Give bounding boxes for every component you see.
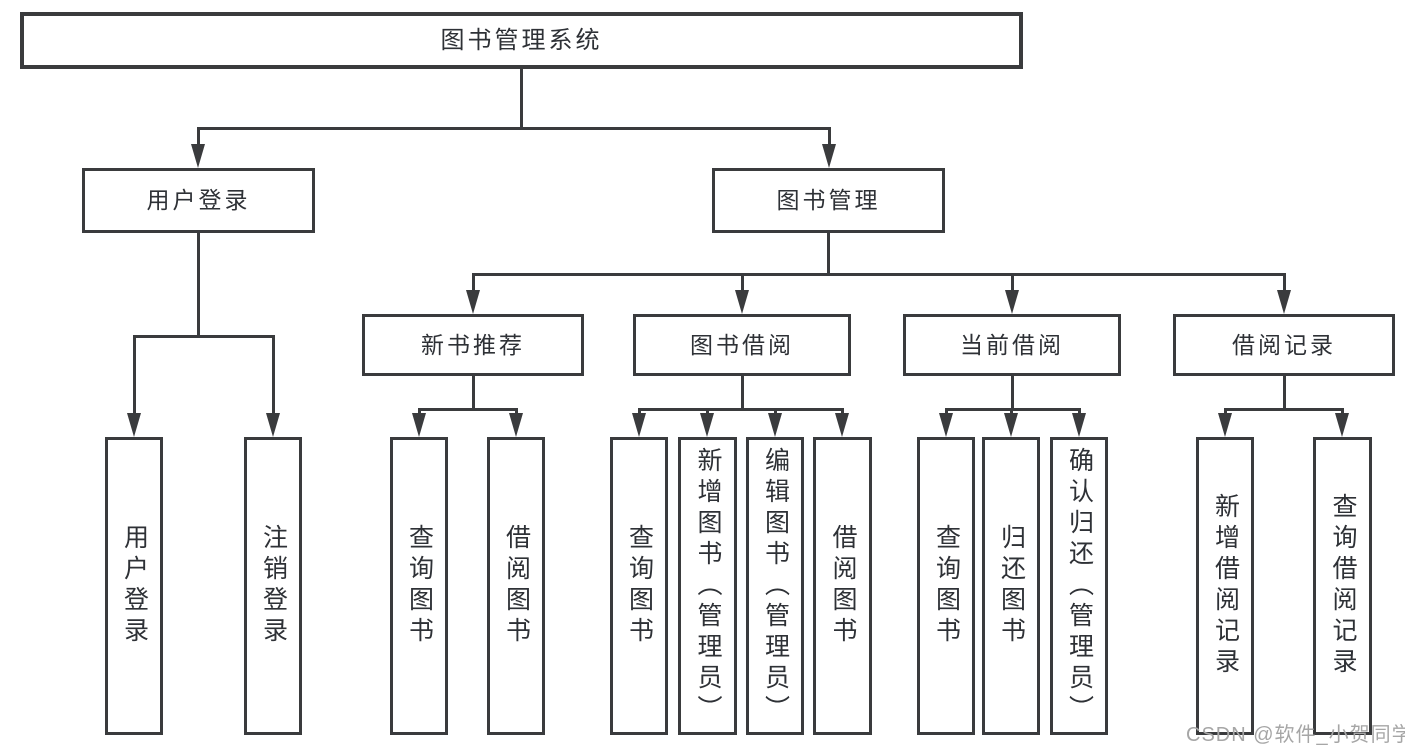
node-label-query-borrow-record: 查询借阅记录 bbox=[1329, 493, 1357, 679]
connector-bus bbox=[196, 127, 831, 130]
node-query-books-recommend: 查询图书 bbox=[390, 437, 448, 735]
arrowhead-down-icon bbox=[1004, 413, 1018, 437]
arrowhead-down-icon bbox=[1072, 413, 1086, 437]
node-edit-books-admin: 编辑图书（管理员） bbox=[746, 437, 804, 735]
node-label-confirm-return-admin: 确认归还（管理员） bbox=[1065, 446, 1094, 726]
connector-stub bbox=[1282, 376, 1286, 411]
connector-branch bbox=[827, 127, 831, 146]
arrowhead-down-icon bbox=[735, 290, 749, 314]
connector-branch bbox=[514, 408, 518, 415]
arrowhead-down-icon bbox=[1335, 413, 1349, 437]
connector-stub bbox=[1010, 376, 1014, 411]
node-label-borrow-records: 借阅记录 bbox=[1232, 331, 1336, 358]
connector-branch bbox=[1077, 408, 1081, 415]
node-library-system: 图书管理系统 bbox=[20, 12, 1023, 69]
arrowhead-down-icon bbox=[1218, 413, 1232, 437]
arrowhead-down-icon bbox=[266, 413, 280, 437]
arrowhead-down-icon bbox=[1005, 290, 1019, 314]
node-label-user-login-action: 用户登录 bbox=[120, 524, 149, 648]
connector-stub bbox=[740, 376, 744, 411]
node-book-management: 图书管理 bbox=[712, 168, 945, 233]
node-label-logout: 注销登录 bbox=[259, 524, 288, 648]
node-label-query-books-current: 查询图书 bbox=[932, 524, 961, 648]
node-label-user-login: 用户登录 bbox=[146, 187, 251, 213]
node-borrow-books-borrowing: 借阅图书 bbox=[813, 437, 872, 735]
connector-branch bbox=[840, 408, 844, 415]
connector-stub bbox=[471, 376, 475, 411]
node-label-query-books-recommend: 查询图书 bbox=[405, 524, 434, 648]
arrowhead-down-icon bbox=[632, 413, 646, 437]
node-label-current-borrowing: 当前借阅 bbox=[960, 331, 1064, 358]
connector-bus bbox=[132, 335, 275, 338]
node-add-books-admin: 新增图书（管理员） bbox=[678, 437, 737, 735]
connector-branch bbox=[471, 273, 475, 292]
connector-branch bbox=[1010, 273, 1014, 292]
node-current-borrowing: 当前借阅 bbox=[903, 314, 1121, 376]
node-label-borrow-books-recommend: 借阅图书 bbox=[502, 524, 531, 648]
node-borrow-books-recommend: 借阅图书 bbox=[487, 437, 545, 735]
connector-branch bbox=[1282, 273, 1286, 292]
connector-stub bbox=[196, 233, 200, 338]
node-borrow-records: 借阅记录 bbox=[1173, 314, 1395, 376]
node-add-borrow-record: 新增借阅记录 bbox=[1196, 437, 1254, 735]
connector-branch bbox=[637, 408, 641, 415]
node-query-books-borrowing: 查询图书 bbox=[610, 437, 668, 735]
node-label-edit-books-admin: 编辑图书（管理员） bbox=[761, 446, 790, 726]
arrowhead-down-icon bbox=[835, 413, 849, 437]
node-query-books-current: 查询图书 bbox=[917, 437, 975, 735]
arrowhead-down-icon bbox=[939, 413, 953, 437]
connector-branch bbox=[1009, 408, 1013, 415]
connector-bus bbox=[637, 408, 844, 411]
connector-branch bbox=[705, 408, 709, 415]
connector-bus bbox=[1223, 408, 1344, 411]
node-label-new-book-recommend: 新书推荐 bbox=[421, 331, 525, 358]
connector-bus bbox=[471, 273, 1286, 276]
node-label-add-borrow-record: 新增借阅记录 bbox=[1211, 493, 1240, 679]
node-label-book-borrowing: 图书借阅 bbox=[690, 331, 794, 358]
node-user-login: 用户登录 bbox=[82, 168, 315, 233]
node-label-query-books-borrowing: 查询图书 bbox=[625, 524, 654, 648]
arrowhead-down-icon bbox=[822, 144, 836, 168]
connector-branch bbox=[1223, 408, 1227, 415]
arrowhead-down-icon bbox=[466, 290, 480, 314]
node-label-borrow-books-borrowing: 借阅图书 bbox=[829, 524, 857, 648]
connector-branch bbox=[740, 273, 744, 292]
node-label-add-books-admin: 新增图书（管理员） bbox=[694, 446, 722, 726]
node-label-book-management: 图书管理 bbox=[776, 187, 881, 213]
connector-branch bbox=[417, 408, 421, 415]
node-label-library-system: 图书管理系统 bbox=[440, 26, 603, 54]
arrowhead-down-icon bbox=[509, 413, 523, 437]
arrowhead-down-icon bbox=[700, 413, 714, 437]
connector-branch bbox=[1340, 408, 1344, 415]
arrowhead-down-icon bbox=[191, 144, 205, 168]
node-user-login-action: 用户登录 bbox=[105, 437, 163, 735]
connector-stub bbox=[826, 233, 830, 276]
arrowhead-down-icon bbox=[1277, 290, 1291, 314]
connector-branch bbox=[271, 335, 275, 415]
csdn-watermark: CSDN @软件_小贺同学 bbox=[1186, 724, 1405, 746]
connector-branch bbox=[132, 335, 136, 415]
node-label-return-books: 归还图书 bbox=[997, 524, 1026, 648]
node-return-books: 归还图书 bbox=[982, 437, 1040, 735]
connector-stub bbox=[519, 69, 523, 130]
node-new-book-recommend: 新书推荐 bbox=[362, 314, 584, 376]
connector-branch bbox=[773, 408, 777, 415]
node-book-borrowing: 图书借阅 bbox=[633, 314, 851, 376]
node-confirm-return-admin: 确认归还（管理员） bbox=[1050, 437, 1108, 735]
connector-branch bbox=[196, 127, 200, 146]
connector-bus bbox=[417, 408, 518, 411]
node-query-borrow-record: 查询借阅记录 bbox=[1313, 437, 1372, 735]
arrowhead-down-icon bbox=[768, 413, 782, 437]
node-logout: 注销登录 bbox=[244, 437, 302, 735]
arrowhead-down-icon bbox=[412, 413, 426, 437]
arrowhead-down-icon bbox=[127, 413, 141, 437]
connector-branch bbox=[944, 408, 948, 415]
connector-bus bbox=[944, 408, 1081, 411]
